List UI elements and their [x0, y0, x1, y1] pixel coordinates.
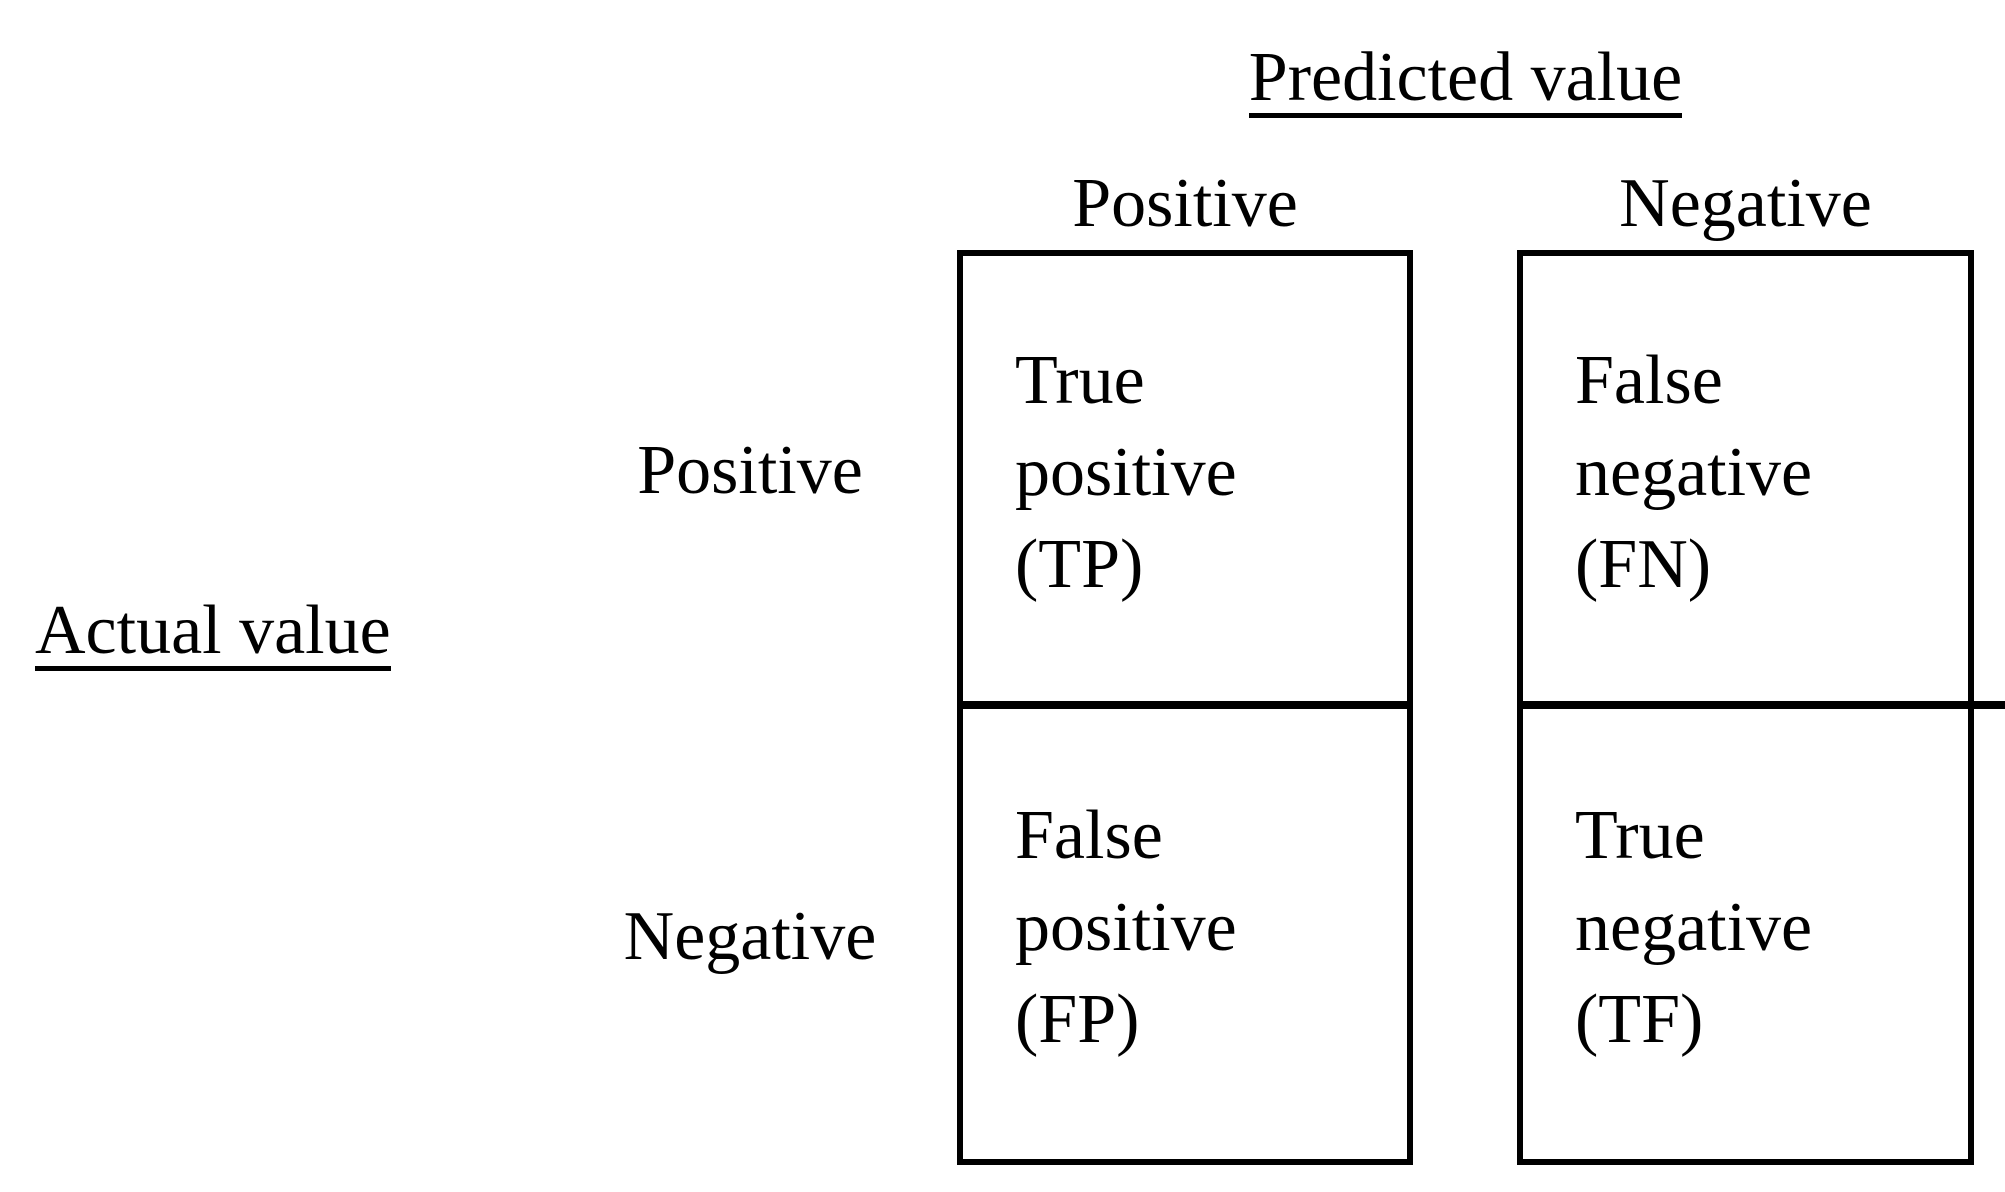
actual-value-heading-text: Actual value [35, 592, 391, 671]
cell-false-positive-line3: (FP) [1015, 981, 1140, 1058]
cell-false-negative-line3: (FN) [1575, 526, 1712, 603]
predicted-value-heading-text: Predicted value [1248, 39, 1683, 118]
cell-false-positive: False positive (FP) [1015, 790, 1237, 1066]
cell-true-negative-line2: negative [1575, 889, 1813, 966]
row-divider-right [1517, 701, 2005, 709]
cell-true-negative-line3: (TF) [1575, 981, 1704, 1058]
row-header-positive: Positive [637, 432, 863, 509]
cell-true-negative: True negative (TF) [1575, 790, 1812, 1066]
cell-false-positive-line1: False [1015, 797, 1163, 874]
cell-false-negative-line2: negative [1575, 434, 1813, 511]
cell-true-positive: True positive (TP) [1015, 335, 1237, 611]
cell-false-negative: False negative (FN) [1575, 335, 1812, 611]
cell-false-positive-line2: positive [1015, 889, 1237, 966]
cell-false-negative-line1: False [1575, 342, 1723, 419]
cell-true-negative-line1: True [1575, 797, 1705, 874]
predicted-value-heading: Predicted value [957, 43, 1974, 118]
cell-true-positive-line3: (TP) [1015, 526, 1144, 603]
cell-true-positive-line2: positive [1015, 434, 1237, 511]
row-header-negative: Negative [623, 898, 877, 975]
actual-value-heading: Actual value [35, 596, 391, 671]
column-header-negative: Negative [1619, 165, 1872, 242]
cell-true-positive-line1: True [1015, 342, 1145, 419]
column-header-positive: Positive [1072, 165, 1298, 242]
row-divider-left [957, 701, 1413, 709]
